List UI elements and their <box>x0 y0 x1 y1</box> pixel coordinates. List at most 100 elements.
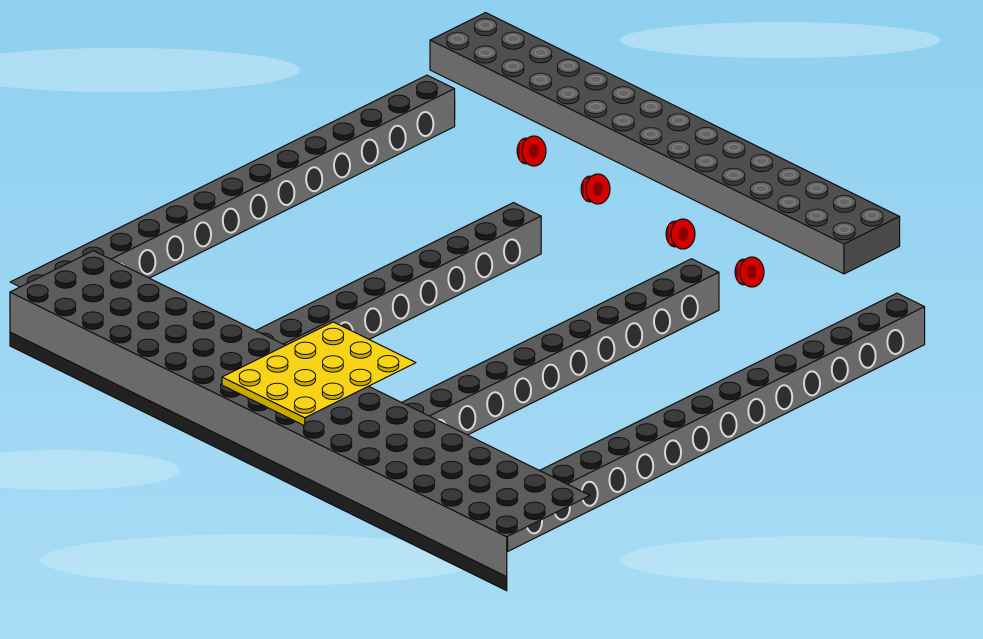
back-plate-stud-1-0 <box>474 46 496 59</box>
right-long-beam-hole-9 <box>776 385 792 409</box>
front-cross-beam-stud-17-2 <box>552 488 573 500</box>
left-long-beam-hole-9 <box>306 167 322 191</box>
red-pin-1-hole <box>593 182 603 196</box>
left-long-beam-stud-12 <box>361 109 382 121</box>
front-cross-beam-stud-6-2 <box>248 339 269 351</box>
right-long-beam-stud-4 <box>608 438 629 450</box>
yellow-plate-stud-2-1 <box>322 383 343 395</box>
front-cross-beam-stud-3-2 <box>166 298 187 310</box>
front-cross-beam-stud-11-2 <box>386 407 407 419</box>
red-pin-3-hole <box>747 265 757 279</box>
front-cross-beam-stud-12-0 <box>358 448 379 460</box>
back-plate-stud-7-1 <box>668 114 690 127</box>
inner-beam-1-stud-8 <box>420 250 441 262</box>
right-long-beam-stud-2 <box>553 465 574 477</box>
back-plate-stud-4-1 <box>585 73 607 86</box>
front-cross-beam-stud-17-0 <box>496 516 517 528</box>
right-long-beam-stud-11 <box>803 341 824 353</box>
front-cross-beam-stud-10-2 <box>359 393 380 405</box>
back-plate-stud-2-0 <box>502 60 524 73</box>
back-plate-stud-9-1 <box>723 141 745 154</box>
front-cross-beam-stud-4-1 <box>165 325 186 337</box>
back-plate-stud-2-1 <box>530 46 552 59</box>
left-long-beam-hole-7 <box>251 195 267 219</box>
front-cross-beam-stud-15-1 <box>469 475 490 487</box>
inner-beam-1-hole-10 <box>504 239 520 263</box>
front-cross-beam-stud-1-1 <box>83 285 104 297</box>
left-long-beam-stud-14 <box>416 82 437 94</box>
inner-beam-2-hole-11 <box>682 296 698 320</box>
back-plate-stud-5-0 <box>585 100 607 113</box>
back-plate-stud-11-0 <box>750 182 772 195</box>
front-cross-beam-stud-5-1 <box>193 339 214 351</box>
left-long-beam-stud-5 <box>166 206 187 218</box>
yellow-plate-stud-0-2 <box>295 342 316 354</box>
front-cross-beam-stud-11-0 <box>331 434 352 446</box>
left-long-beam-stud-6 <box>194 192 215 204</box>
left-long-beam-hole-3 <box>139 250 155 274</box>
yellow-plate-stud-0-3 <box>323 328 344 340</box>
left-long-beam-stud-9 <box>277 151 298 163</box>
front-cross-beam-stud-0-2 <box>83 257 104 269</box>
front-cross-beam-stud-0-1 <box>55 271 76 283</box>
front-cross-beam-stud-6-1 <box>221 353 242 365</box>
front-cross-beam-stud-14-0 <box>414 475 435 487</box>
right-long-beam-hole-3 <box>609 468 625 492</box>
back-plate-stud-14-1 <box>861 209 883 222</box>
left-long-beam-hole-13 <box>417 112 433 136</box>
inner-beam-2-stud-10 <box>625 293 646 305</box>
inner-beam-2-stud-3 <box>431 389 452 401</box>
left-long-beam-hole-5 <box>195 222 211 246</box>
left-long-beam-stud-10 <box>305 137 326 149</box>
front-cross-beam-stud-13-2 <box>442 434 463 446</box>
back-plate-stud-13-1 <box>833 195 855 208</box>
inner-beam-1-hole-7 <box>421 281 437 305</box>
back-plate-stud-6-0 <box>612 114 634 127</box>
yellow-plate-stud-2-2 <box>350 369 371 381</box>
left-long-beam-hole-6 <box>223 209 239 233</box>
yellow-plate-stud-2-0 <box>294 397 315 409</box>
inner-beam-1-hole-9 <box>476 253 492 277</box>
back-plate-stud-10-1 <box>751 155 773 168</box>
inner-beam-1-stud-4 <box>308 306 329 318</box>
inner-beam-1-stud-3 <box>281 319 302 331</box>
left-long-beam-stud-3 <box>111 233 132 245</box>
back-plate-stud-3-0 <box>530 73 552 86</box>
front-cross-beam-stud-4-0 <box>138 339 159 351</box>
front-cross-beam-stud-16-2 <box>524 475 545 487</box>
inner-beam-2-stud-5 <box>486 362 507 374</box>
inner-beam-1-stud-9 <box>447 237 468 249</box>
front-cross-beam-stud-12-1 <box>386 434 407 446</box>
left-long-beam-stud-8 <box>250 164 271 176</box>
inner-beam-2-stud-6 <box>514 348 535 360</box>
left-long-beam-hole-11 <box>362 140 378 164</box>
inner-beam-2-hole-6 <box>543 365 559 389</box>
right-long-beam-stud-14 <box>886 300 907 312</box>
right-long-beam-stud-5 <box>636 424 657 436</box>
front-cross-beam-stud-5-0 <box>165 353 186 365</box>
front-cross-beam-stud-3-1 <box>138 312 159 324</box>
inner-beam-2-stud-11 <box>653 279 674 291</box>
right-long-beam-hole-10 <box>804 371 820 395</box>
yellow-plate-stud-0-0 <box>239 370 260 382</box>
front-cross-beam-stud-1-0 <box>55 298 76 310</box>
right-long-beam-stud-3 <box>581 451 602 463</box>
inner-beam-2-hole-3 <box>459 406 475 430</box>
right-long-beam-stud-10 <box>775 355 796 367</box>
right-long-beam-stud-6 <box>664 410 685 422</box>
right-long-beam-stud-7 <box>692 396 713 408</box>
inner-beam-2-hole-8 <box>598 337 614 361</box>
back-plate-stud-10-0 <box>723 168 745 181</box>
front-cross-beam-stud-10-1 <box>331 407 352 419</box>
inner-beam-2-stud-7 <box>542 334 563 346</box>
front-cross-beam-stud-2-0 <box>82 312 103 324</box>
front-cross-beam-stud-16-1 <box>497 489 518 501</box>
back-plate-stud-12-0 <box>778 196 800 209</box>
back-plate-stud-11-1 <box>778 168 800 181</box>
front-cross-beam-stud-14-1 <box>441 461 462 473</box>
inner-beam-2-stud-4 <box>458 376 479 388</box>
front-cross-beam-stud-13-0 <box>386 462 407 474</box>
red-pin-2-hole <box>678 227 688 241</box>
back-plate-stud-13-0 <box>806 209 828 222</box>
inner-beam-2-hole-9 <box>626 323 642 347</box>
